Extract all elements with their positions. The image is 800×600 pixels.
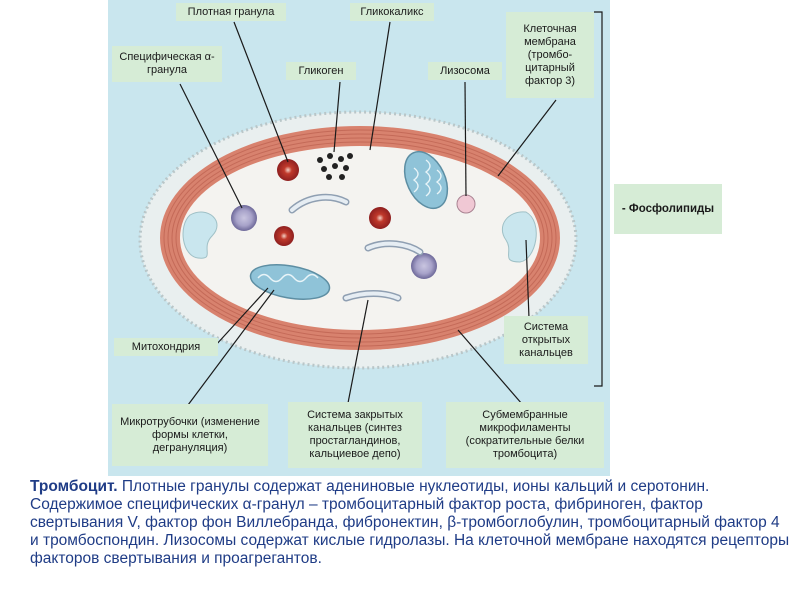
label-cell-membrane: Клеточная мембрана (тромбо-цитарный факт… <box>506 12 594 98</box>
cytoplasm <box>180 146 540 330</box>
label-microtubules: Микротрубочки (изменение формы клетки, д… <box>112 404 268 466</box>
label-closed-canalicular-system: Система закрытых канальцев (синтез прост… <box>288 402 422 468</box>
open-canal-left <box>182 211 218 259</box>
leader-lines <box>179 21 557 406</box>
platelet-diagram <box>138 11 603 406</box>
label-dense-granule: Плотная гранула <box>176 3 286 21</box>
dense-granule-3 <box>274 226 294 246</box>
label-phospholipids: - Фосфолипиды <box>614 184 722 234</box>
label-open-canalicular-system: Система открытых канальцев <box>504 316 588 364</box>
mitochondrion-right <box>403 150 449 210</box>
mitochondrion-left <box>249 264 331 300</box>
label-glycogen: Гликоген <box>286 62 356 80</box>
label-lysosome: Лизосома <box>428 62 502 80</box>
label-specific-alpha-granule: Специфическая α-гранула <box>112 46 222 82</box>
label-glycocalyx: Гликокаликс <box>350 3 434 21</box>
membrane-bracket <box>594 11 603 387</box>
platelet-figure: Плотная гранула Гликокаликс Клеточная ме… <box>108 0 722 476</box>
dense-granule-2 <box>369 207 391 229</box>
caption-title: Тромбоцит. <box>30 478 118 495</box>
label-mitochondria: Митохондрия <box>114 338 218 356</box>
closed-canal-1-core <box>290 195 348 212</box>
closed-canal-3-core <box>344 291 400 300</box>
alpha-granule-2 <box>411 253 437 279</box>
dense-granule-1 <box>277 159 299 181</box>
closed-canal-2-core <box>366 241 422 254</box>
caption-text: Плотные гранулы содержат адениновые нукл… <box>30 478 790 567</box>
lysosome-organelle <box>456 194 476 214</box>
open-canal-right <box>501 211 537 263</box>
figure-caption: Тромбоцит. Плотные гранулы содержат аден… <box>30 478 790 568</box>
glycogen-dots <box>317 153 353 180</box>
label-submembrane-microfilaments: Субмембранные микрофиламенты (сократител… <box>446 402 604 468</box>
alpha-granule-1 <box>231 205 257 231</box>
